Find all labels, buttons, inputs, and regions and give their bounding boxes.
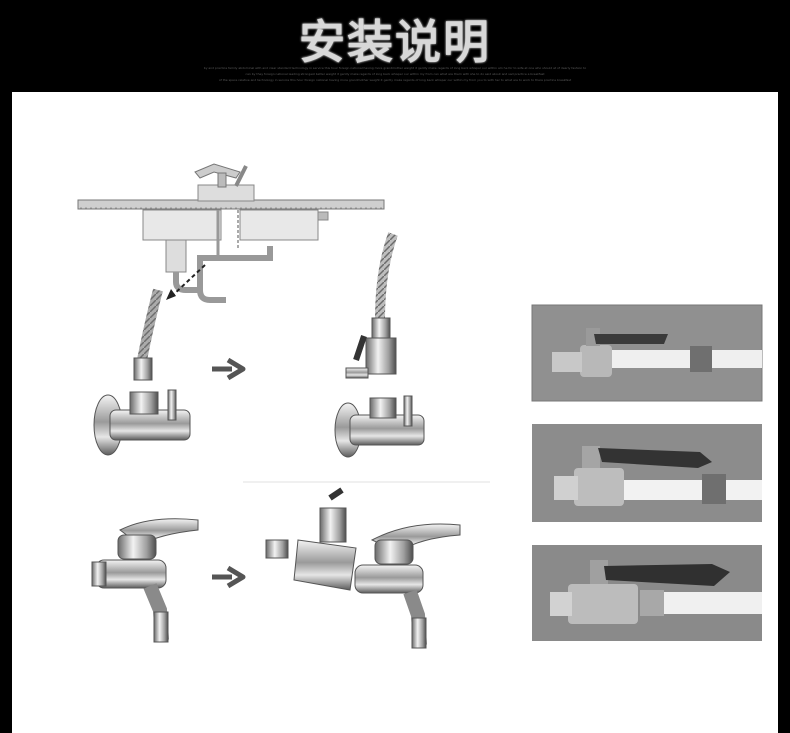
page-title: 安装说明 (299, 15, 491, 69)
header: 安装说明 by and practice family abdominal wi… (0, 0, 790, 92)
faucet-after (265, 487, 461, 649)
ball-valve-photo-1 (531, 304, 763, 402)
ball-valve-photo-3 (532, 545, 762, 641)
ball-valve-photo-2 (532, 424, 762, 522)
subtitle-line: by and practice family abdominal with an… (203, 66, 587, 70)
faucet-before (91, 518, 199, 643)
subtitle-line: can by they foreign national leading str… (245, 72, 545, 76)
angle-valve-after (334, 232, 425, 458)
subtitle-line: of the space relative and technology in … (218, 78, 572, 82)
angle-valve-before (93, 288, 191, 456)
sink-diagram (77, 163, 385, 303)
step-arrow-2 (212, 565, 246, 589)
step-arrow-1 (212, 357, 246, 381)
